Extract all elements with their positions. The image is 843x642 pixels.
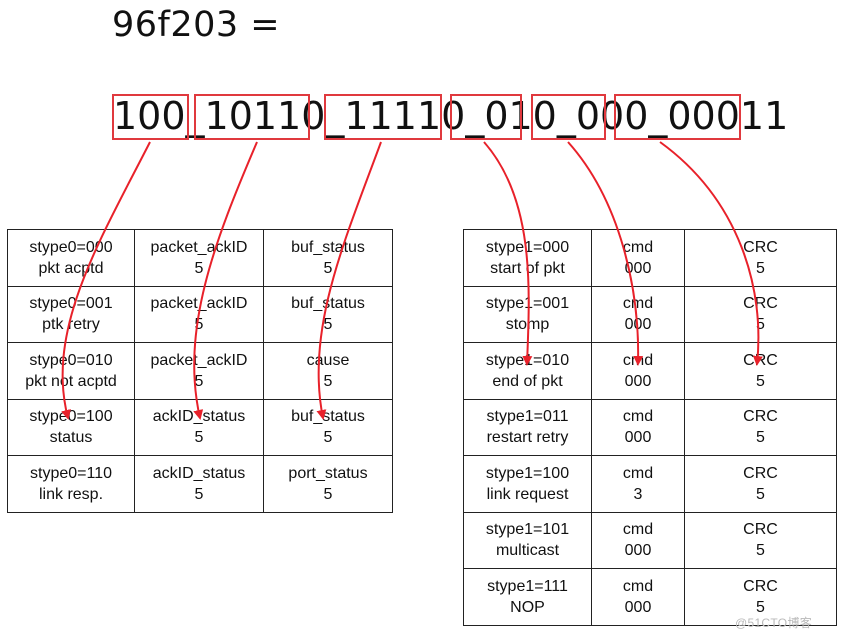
binary-string: 100_10110_11110_010_000_00011 bbox=[113, 92, 788, 140]
highlight-box-param0 bbox=[194, 94, 310, 140]
bit-field-cmd: 000 bbox=[575, 94, 649, 138]
bit-field-param1: 11110 bbox=[344, 94, 466, 138]
highlight-box-stype0 bbox=[112, 94, 189, 140]
separator: _ bbox=[465, 94, 485, 138]
highlight-box-crc bbox=[614, 94, 741, 140]
page-title: 96f203 = bbox=[112, 5, 281, 45]
separator: _ bbox=[556, 94, 576, 138]
bit-field-stype0: 100 bbox=[113, 94, 186, 138]
highlight-box-cmd bbox=[531, 94, 606, 140]
separator: _ bbox=[648, 94, 668, 138]
bit-field-crc: 00011 bbox=[667, 94, 789, 138]
bit-field-param0: 10110 bbox=[204, 94, 326, 138]
highlight-box-stype1 bbox=[450, 94, 522, 140]
watermark: @51CTO博客 bbox=[735, 616, 813, 630]
highlight-box-param1 bbox=[324, 94, 442, 140]
separator: _ bbox=[325, 94, 345, 138]
